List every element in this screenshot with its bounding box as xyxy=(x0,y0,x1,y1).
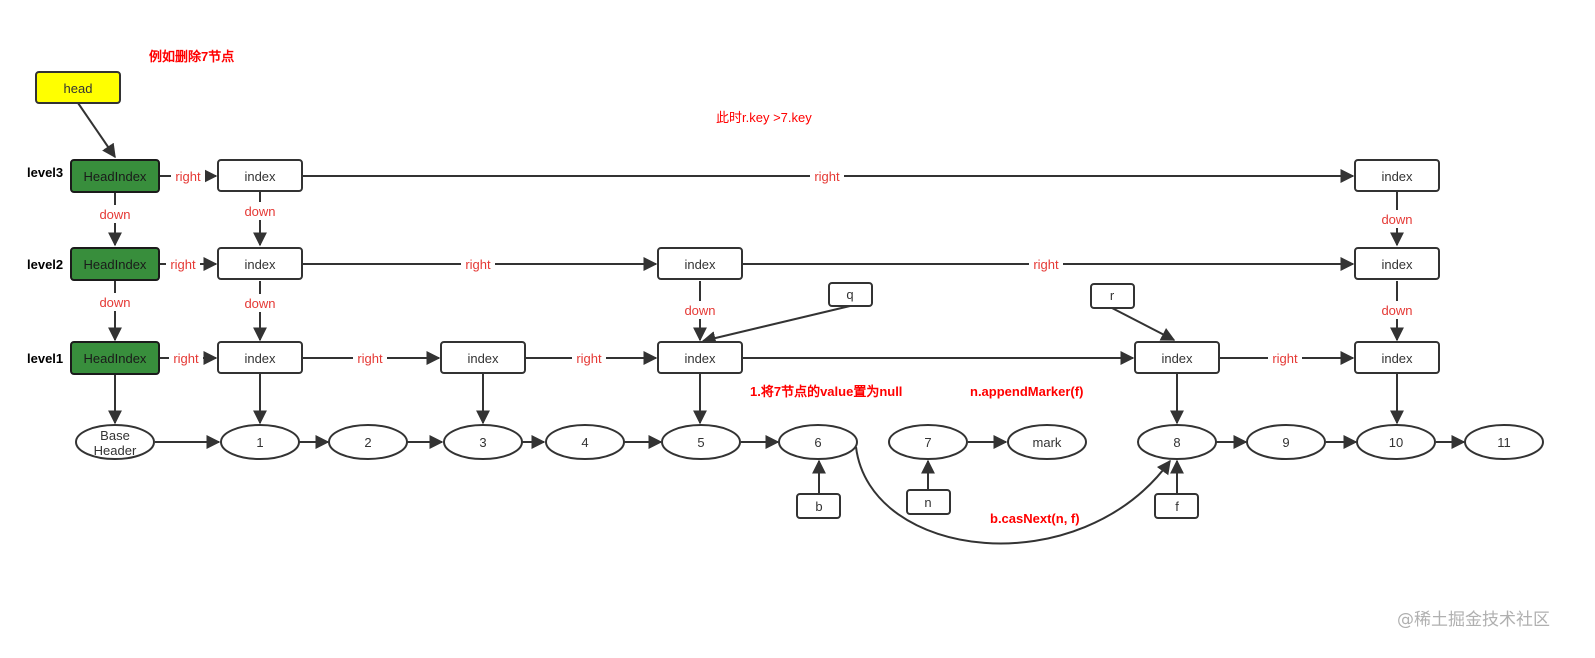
pointer-q-label: q xyxy=(846,287,853,302)
edge-label-down: down xyxy=(244,296,275,311)
node-label: 7 xyxy=(924,435,931,450)
edge-label-down: down xyxy=(244,204,275,219)
node-label: 11 xyxy=(1497,435,1511,450)
node-10: 10 xyxy=(1356,424,1436,460)
edge-head-to-headindex xyxy=(77,102,116,159)
head-box: head xyxy=(35,71,121,104)
edge-label-right: right xyxy=(1033,257,1059,272)
base-header-line1: Base xyxy=(100,428,130,443)
pointer-n-label: n xyxy=(924,495,931,510)
edge-label-down: down xyxy=(1381,303,1412,318)
watermark: @稀土掘金技术社区 xyxy=(1397,610,1550,630)
headindex-level1: HeadIndex xyxy=(70,341,160,375)
headindex-label: HeadIndex xyxy=(84,169,147,184)
node-5: 5 xyxy=(661,424,741,460)
node-label: 9 xyxy=(1282,435,1289,450)
pointer-f-label: f xyxy=(1175,499,1179,514)
index-label: index xyxy=(1381,257,1413,272)
edge-label-right: right xyxy=(175,169,201,184)
edge-label-down: down xyxy=(1381,212,1412,227)
index-label: index xyxy=(244,169,276,184)
level3-label: level3 xyxy=(27,165,63,180)
node-11: 11 xyxy=(1464,424,1544,460)
index-label: index xyxy=(1381,169,1413,184)
index-l2-c: index xyxy=(1354,247,1440,280)
index-label: index xyxy=(684,257,716,272)
node-label: 8 xyxy=(1173,435,1180,450)
node-label: 3 xyxy=(479,435,486,450)
edge-label-right: right xyxy=(1272,351,1298,366)
level2-label: level2 xyxy=(27,257,63,272)
node-6: 6 xyxy=(778,424,858,460)
edge-label-down: down xyxy=(99,207,130,222)
node-label: 5 xyxy=(697,435,704,450)
edge-label-right: right xyxy=(173,351,199,366)
pointer-q: q xyxy=(828,282,873,307)
headindex-level3: HeadIndex xyxy=(70,159,160,193)
index-l2-a: index xyxy=(217,247,303,280)
base-header-node: Base Header xyxy=(75,424,155,460)
edge-label-right: right xyxy=(357,351,383,366)
note-delete-example: 例如删除7节点 xyxy=(149,49,234,64)
edge-label-down: down xyxy=(684,303,715,318)
note-step1: 1.将7节点的value置为null xyxy=(750,384,902,399)
head-label: head xyxy=(64,81,93,96)
node-7: 7 xyxy=(888,424,968,460)
headindex-label: HeadIndex xyxy=(84,257,147,272)
note-cas-next: b.casNext(n, f) xyxy=(990,511,1080,526)
headindex-label: HeadIndex xyxy=(84,351,147,366)
index-l1-d: index xyxy=(1134,341,1220,374)
edge-casnext-curve xyxy=(855,446,1171,545)
node-label: 6 xyxy=(814,435,821,450)
node-label: 1 xyxy=(256,435,263,450)
pointer-r: r xyxy=(1090,283,1135,309)
pointer-b-label: b xyxy=(815,499,822,514)
pointer-r-label: r xyxy=(1110,288,1115,303)
index-l3-a: index xyxy=(217,159,303,192)
index-l3-b: index xyxy=(1354,159,1440,192)
node-3: 3 xyxy=(443,424,523,460)
headindex-level2: HeadIndex xyxy=(70,247,160,281)
node-label: 10 xyxy=(1389,435,1403,450)
index-label: index xyxy=(467,351,499,366)
node-mark: mark xyxy=(1007,424,1087,460)
index-label: index xyxy=(244,351,276,366)
index-label: index xyxy=(244,257,276,272)
index-label: index xyxy=(1381,351,1413,366)
index-l1-b: index xyxy=(440,341,526,374)
edge-label-right: right xyxy=(576,351,602,366)
edge-r-pointer xyxy=(1111,307,1176,341)
note-rkey: 此时r.key >7.key xyxy=(716,110,812,125)
level1-label: level1 xyxy=(27,351,63,366)
edge-q-pointer xyxy=(701,305,851,345)
base-header-line2: Header xyxy=(94,443,137,458)
pointer-n: n xyxy=(906,489,951,515)
node-label: mark xyxy=(1033,435,1062,450)
index-label: index xyxy=(684,351,716,366)
pointer-b: b xyxy=(796,493,841,519)
note-append-marker: n.appendMarker(f) xyxy=(970,384,1083,399)
node-9: 9 xyxy=(1246,424,1326,460)
node-label: 2 xyxy=(364,435,371,450)
node-8: 8 xyxy=(1137,424,1217,460)
node-1: 1 xyxy=(220,424,300,460)
index-l2-b: index xyxy=(657,247,743,280)
node-4: 4 xyxy=(545,424,625,460)
edge-label-right: right xyxy=(170,257,196,272)
index-l1-c: index xyxy=(657,341,743,374)
edge-labels: right right right right right right righ… xyxy=(96,167,1416,367)
node-2: 2 xyxy=(328,424,408,460)
edge-label-right: right xyxy=(465,257,491,272)
edge-label-right: right xyxy=(814,169,840,184)
index-label: index xyxy=(1161,351,1193,366)
index-l1-e: index xyxy=(1354,341,1440,374)
index-l1-a: index xyxy=(217,341,303,374)
node-label: 4 xyxy=(581,435,588,450)
pointer-f: f xyxy=(1154,493,1199,519)
edge-label-down: down xyxy=(99,295,130,310)
